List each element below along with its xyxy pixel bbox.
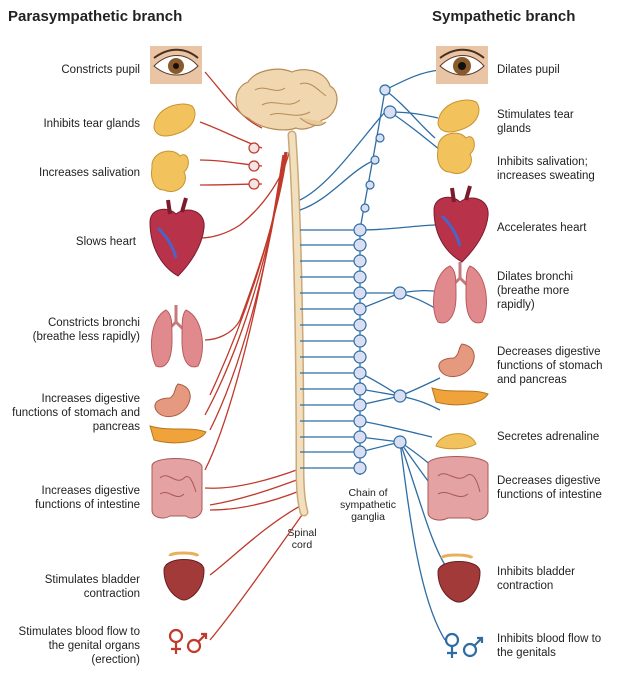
salivary-gland-icon — [151, 150, 189, 192]
bladder-icon — [437, 553, 481, 603]
stomach-icon — [149, 383, 207, 444]
right-label-heart: Accelerates heart — [497, 222, 587, 234]
para-ganglion — [248, 178, 260, 190]
spinal-cord — [287, 130, 309, 517]
para-nerve-eye — [204, 71, 263, 129]
lungs-icon — [150, 305, 203, 368]
sym-up-2 — [299, 111, 386, 201]
left-label-tear: Inhibits tear glands — [43, 118, 140, 130]
sympathetic-ganglia — [353, 84, 407, 475]
intestine-icon — [427, 456, 489, 521]
sym-to-lung-ganglion — [359, 292, 401, 310]
left-label-intestine: Increases digestive functions of intesti… — [35, 485, 140, 511]
sym-nerve-adrenal — [359, 420, 433, 438]
sym-to-mesenteric — [359, 436, 401, 453]
right-label-tear: Stimulates tear glands — [497, 109, 574, 135]
ganglia-chain-label: Chain of sympathetic ganglia — [339, 487, 397, 523]
right-label-adrenaline: Secretes adrenaline — [497, 431, 600, 443]
sym-nerve-heart — [359, 224, 436, 231]
para-nerve-heart — [199, 147, 291, 239]
right-label-bladder: Inhibits bladder contraction — [497, 566, 575, 592]
sym-up-1 — [299, 159, 376, 211]
parasympathetic-heading: Parasympathetic branch — [8, 8, 183, 25]
eye-icon — [436, 46, 488, 84]
heart-icon — [433, 185, 489, 263]
para-nerve-bladder — [209, 504, 303, 576]
parasympathetic-ganglia — [248, 142, 260, 190]
tear-gland-icon — [437, 99, 480, 133]
para-ganglion — [248, 160, 260, 172]
para-nerve-intestine-4 — [209, 489, 303, 511]
heart-icon — [149, 197, 205, 277]
sym-nerve-sweat — [384, 89, 436, 139]
left-label-bladder: Stimulates bladder contraction — [44, 574, 140, 600]
para-nerve-genital — [209, 514, 303, 641]
adrenal-gland-icon — [435, 433, 477, 450]
right-label-intestine: Decreases digestive functions of intesti… — [497, 475, 602, 501]
para-nerve-lungs-1 — [204, 151, 288, 341]
lungs-icon — [433, 262, 487, 324]
para-nerve-intestine-3 — [209, 477, 303, 506]
para-nerve-intestine-1 — [204, 154, 284, 471]
left-label-bronchi: Constricts bronchi (breathe less rapidly… — [32, 317, 140, 343]
right-label-saliva: Inhibits salivation; increases sweating — [497, 156, 595, 182]
parasympathetic-nerves — [199, 71, 303, 641]
sym-nerve-bladder — [399, 441, 446, 566]
right-label-stomach: Decreases digestive functions of stomach… — [497, 346, 603, 386]
para-nerve-stomach-2 — [204, 151, 286, 416]
para-nerve-intestine-2 — [204, 467, 303, 489]
left-label-pupil: Constricts pupil — [61, 64, 140, 76]
gender-symbols-icon — [168, 628, 208, 654]
bladder-icon — [163, 551, 205, 601]
gender-symbols-icon — [444, 632, 484, 658]
brain-icon — [235, 68, 338, 131]
para-nerve-stomach-1 — [209, 151, 287, 396]
tear-gland-icon — [153, 103, 196, 137]
right-label-pupil: Dilates pupil — [497, 64, 560, 76]
left-label-genital: Stimulates blood flow to the genital org… — [18, 626, 140, 666]
salivary-gland-icon — [437, 132, 475, 174]
left-label-heart: Slows heart — [75, 236, 136, 248]
para-nerve-stomach-3 — [209, 154, 285, 431]
spinal-cord-label: Spinal cord — [287, 527, 317, 551]
left-label-saliva: Increases salivation — [39, 167, 140, 179]
right-label-genital: Inhibits blood flow to the genitals — [497, 633, 602, 659]
para-ganglion — [248, 142, 260, 154]
sympathetic-nerves — [299, 69, 446, 641]
stomach-icon — [431, 343, 489, 406]
left-label-stomach: Increases digestive functions of stomach… — [12, 393, 140, 433]
sym-nerve-eye — [384, 69, 441, 91]
eye-icon — [150, 46, 202, 84]
sympathetic-heading: Sympathetic branch — [432, 8, 576, 25]
sym-rami — [300, 229, 360, 469]
intestine-icon — [151, 458, 203, 519]
sym-nerve-genital — [399, 441, 446, 641]
right-label-bronchi: Dilates bronchi (breathe more rapidly) — [497, 271, 574, 311]
